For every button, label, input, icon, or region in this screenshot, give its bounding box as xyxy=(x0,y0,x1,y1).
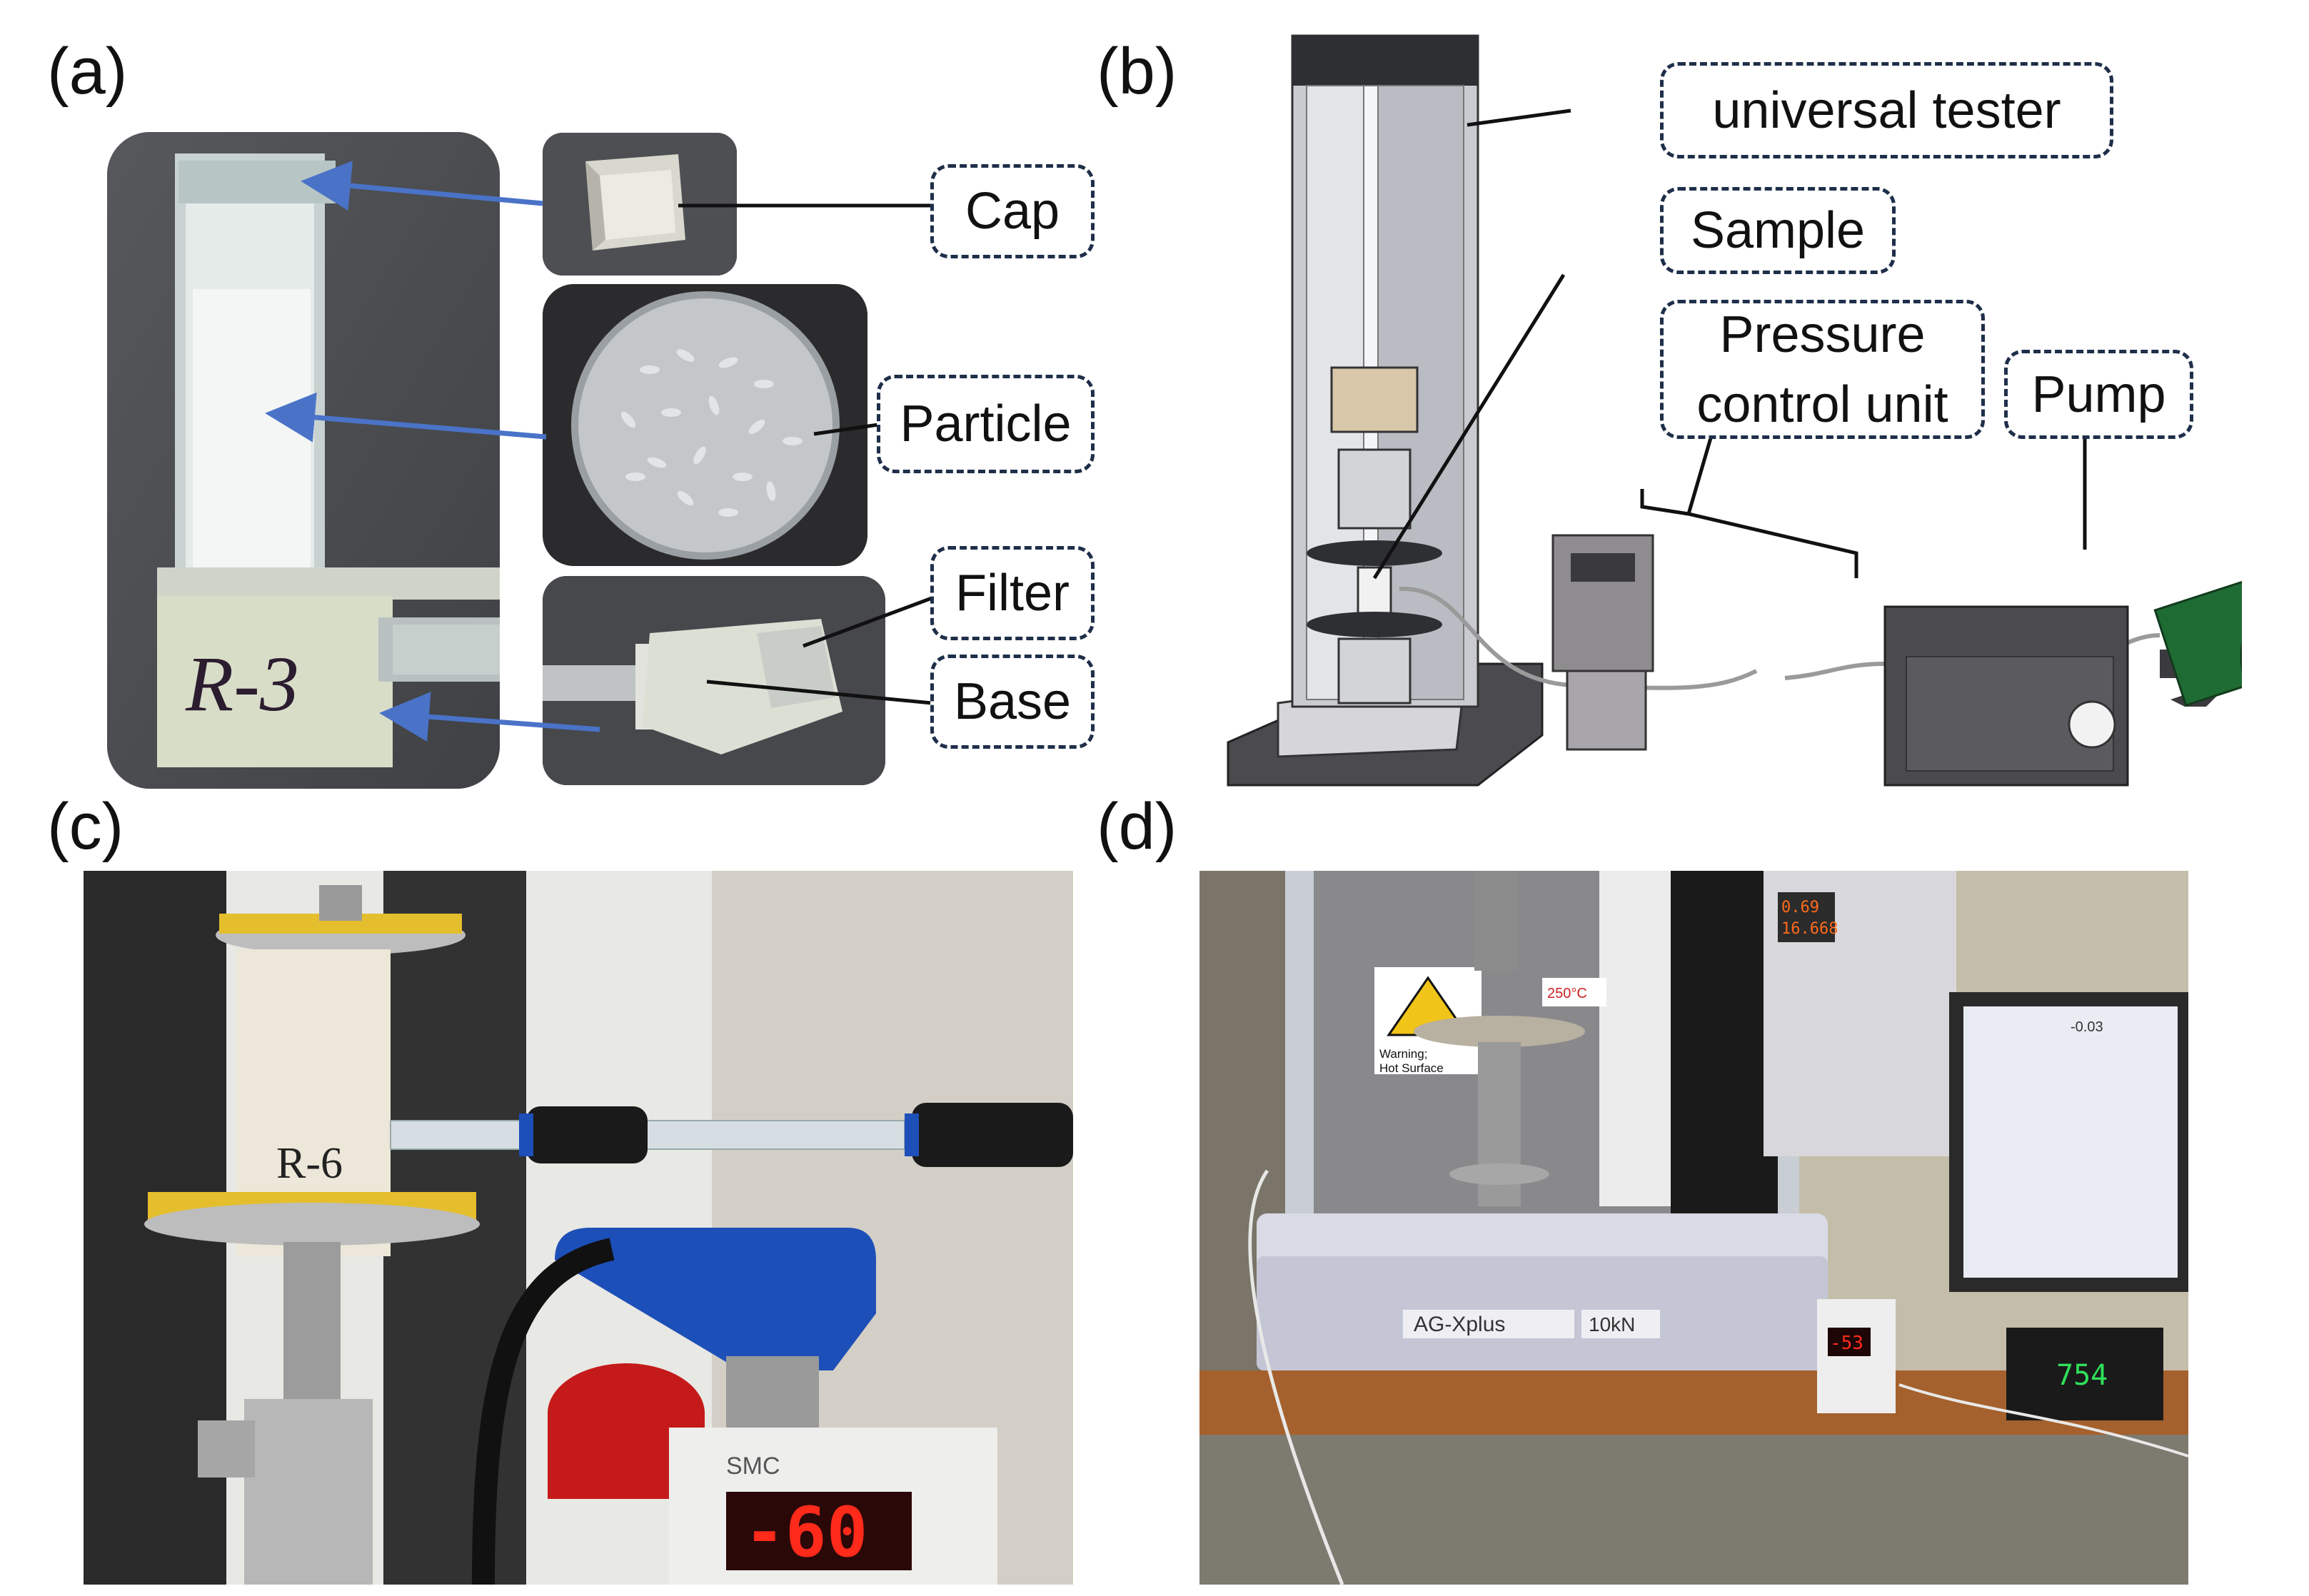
controller-reading2: 16.668 xyxy=(1781,920,1838,938)
particle-leader xyxy=(813,423,879,436)
callout-base: Base xyxy=(930,655,1095,749)
callout-particle: Particle xyxy=(877,375,1095,473)
capacity-label: 10kN xyxy=(1589,1313,1635,1335)
panel-d-label: (d) xyxy=(1097,790,1177,863)
panel-a-connectors xyxy=(265,161,937,742)
warning-line2: Hot Surface xyxy=(1379,1061,1444,1075)
callout-filter: Filter xyxy=(930,546,1095,640)
closeup-photo: R-6 SMC -60 xyxy=(84,871,1073,1585)
callout-pressure-line1: Pressure xyxy=(1719,305,1926,363)
heater-temp: 250°C xyxy=(1547,986,1587,1001)
callout-sample: Sample xyxy=(1660,187,1896,274)
panel-a-label: (a) xyxy=(47,35,128,108)
cap-photo xyxy=(543,133,737,276)
pump-schematic xyxy=(2153,563,2242,707)
setup-schematic xyxy=(1227,34,2242,787)
warning-line1: Warning; xyxy=(1379,1047,1427,1061)
load-cell xyxy=(1330,366,1419,433)
base-leader xyxy=(706,680,932,705)
brand-label: SMC xyxy=(726,1453,780,1480)
regulator-reading: -53 xyxy=(1830,1333,1863,1354)
callout-pump: Pump xyxy=(2004,350,2193,439)
controller-reading1: 0.69 xyxy=(1781,899,1819,916)
monitor-value: -0.03 xyxy=(2071,1019,2103,1035)
sample-marking-r6: R-6 xyxy=(276,1139,343,1188)
filter-leader xyxy=(803,596,932,648)
callout-universal-tester: universal tester xyxy=(1660,62,2113,158)
assembled-sample-photo: R-3 xyxy=(107,132,500,789)
particle-photo xyxy=(543,284,867,566)
pump-display: 754 xyxy=(2056,1359,2108,1392)
sample-marking-r3: R-3 xyxy=(185,640,299,727)
base-arrow xyxy=(379,692,600,742)
callout-cap: Cap xyxy=(930,164,1095,258)
callout-pressure-control-unit: Pressure control unit xyxy=(1660,300,1985,439)
cap-arrow xyxy=(301,161,543,211)
machine-label: AG-Xplus xyxy=(1414,1313,1505,1336)
panel-c-label: (c) xyxy=(47,790,124,863)
lab-setup-photo: Warning; Hot Surface 250°C AG-Xplus 10kN… xyxy=(1199,871,2188,1585)
panel-b-label: (b) xyxy=(1097,35,1177,108)
gauge-reading: -60 xyxy=(744,1493,867,1572)
callout-pressure-line2: control unit xyxy=(1696,375,1948,433)
particle-arrow xyxy=(265,392,547,443)
